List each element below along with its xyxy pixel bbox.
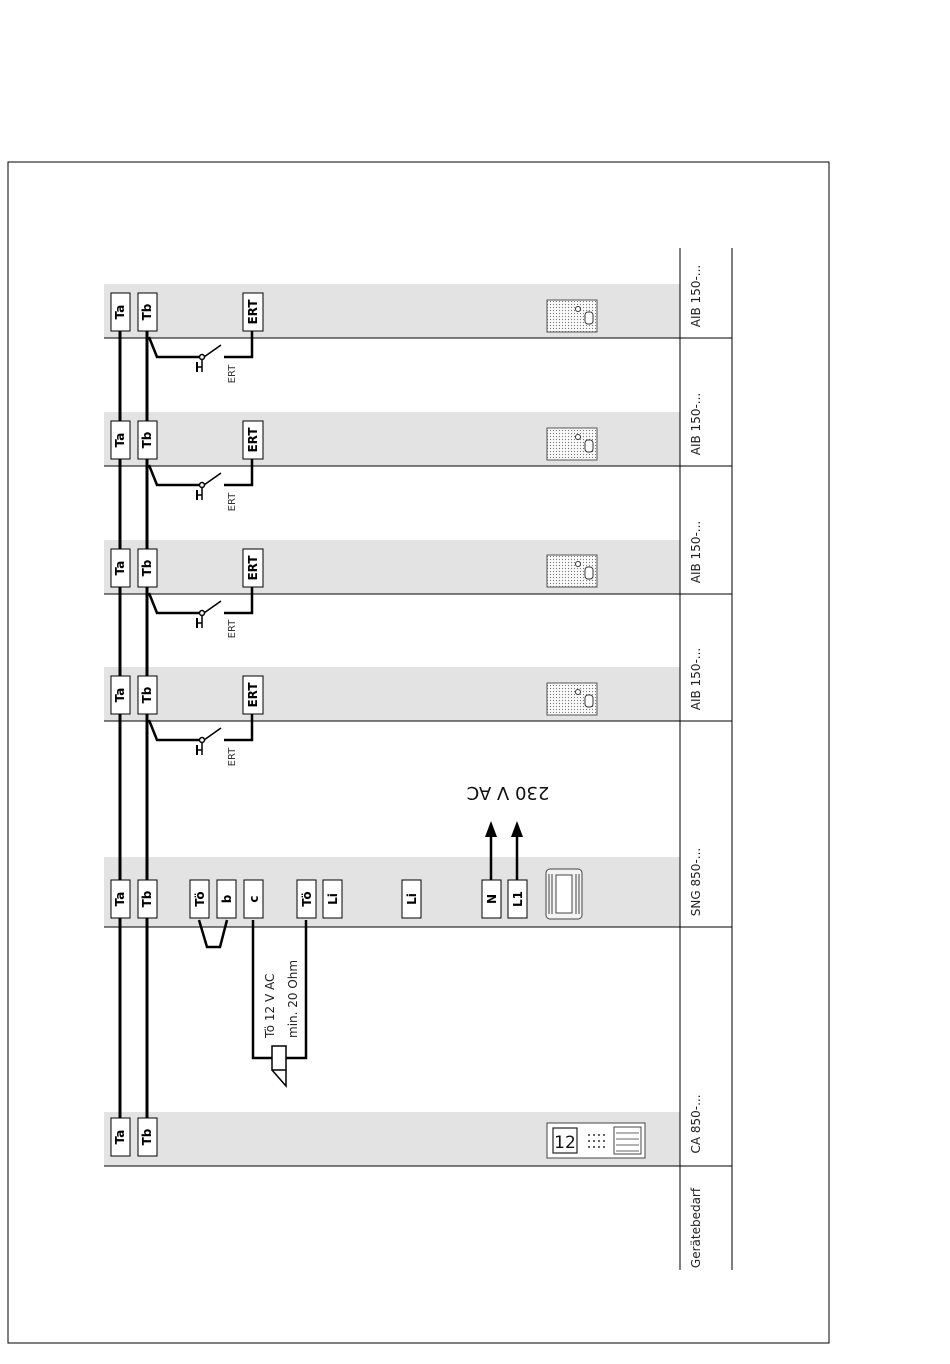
sng-device-icon — [546, 869, 582, 919]
term-tb: Tb — [140, 303, 154, 320]
term-ta: Ta — [113, 1130, 127, 1145]
term-b: b — [220, 894, 234, 903]
term-ert: ERT — [246, 427, 260, 453]
requirement-header: Gerätebedarf — [689, 1187, 703, 1268]
term-ta: Ta — [113, 688, 127, 703]
term-ta: Ta — [113, 892, 127, 907]
bell-symbol — [272, 1046, 286, 1086]
device-aib-label: AIB 150-... — [689, 265, 703, 327]
term-tb: Tb — [140, 686, 154, 703]
term-ert: ERT — [246, 682, 260, 708]
term-ert: ERT — [246, 299, 260, 325]
device-aib-label: AIB 150-... — [689, 648, 703, 710]
term-tb: Tb — [140, 559, 154, 576]
term-tb: Tb — [140, 431, 154, 448]
term-tb: Tb — [140, 1128, 154, 1145]
ca-device-icon: 12 — [547, 1123, 645, 1158]
mains-voltage-label: 230 V AC — [467, 782, 550, 803]
term-c: c — [247, 895, 261, 902]
term-l1: L1 — [511, 891, 525, 907]
term-toe: Tö — [193, 891, 207, 906]
ert-switch-label: ERT — [227, 747, 238, 767]
term-n: N — [485, 894, 499, 904]
aib-device-icon — [547, 300, 597, 715]
bell-voltage-label: Tö 12 V AC — [263, 974, 277, 1039]
device-labels: AIB 150-... AIB 150-... AIB 150-... AIB … — [689, 265, 703, 1268]
term-li: Li — [326, 893, 340, 905]
ert-switch-label: ERT — [227, 364, 238, 384]
term-ta: Ta — [113, 561, 127, 576]
term-toe: Tö — [300, 891, 314, 906]
bell-resistance-label: min. 20 Ohm — [286, 960, 300, 1038]
ert-switch-label: ERT — [227, 492, 238, 512]
device-aib-label: AIB 150-... — [689, 393, 703, 455]
ca-display-number: 12 — [554, 1133, 576, 1153]
term-ta: Ta — [113, 433, 127, 448]
device-ca-label: CA 850-... — [689, 1094, 703, 1153]
device-aib-label: AIB 150-... — [689, 521, 703, 583]
term-tb: Tb — [140, 890, 154, 907]
ert-switch-label: ERT — [227, 619, 238, 639]
term-ta: Ta — [113, 305, 127, 320]
device-sng-label: SNG 850-... — [689, 848, 703, 916]
term-li: Li — [405, 893, 419, 905]
term-ert: ERT — [246, 555, 260, 581]
